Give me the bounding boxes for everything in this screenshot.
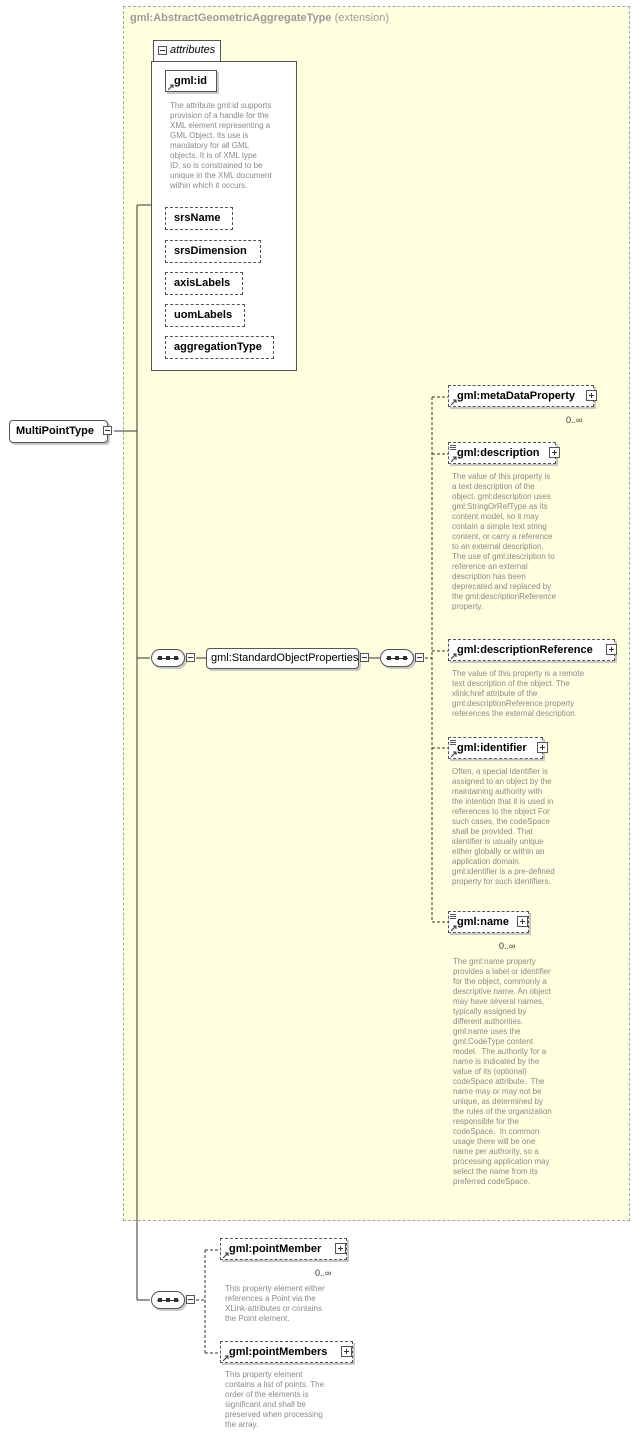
element-pointmember-text: This property element either references … <box>225 1284 325 1323</box>
element-descriptionreference-label: gml:descriptionReference <box>457 644 593 656</box>
group-standardobjectproperties[interactable]: gml:StandardObjectProperties <box>206 648 359 669</box>
expand-icon[interactable] <box>335 1243 346 1254</box>
element-descriptionreference[interactable]: gml:descriptionReference <box>448 639 615 661</box>
element-descriptionreference-text: The value of this property is a remote t… <box>452 669 585 718</box>
attribute-uomlabels-label: uomLabels <box>174 309 233 321</box>
root-element-multipointtype[interactable]: MultiPointType <box>9 420 108 443</box>
element-metadataproperty-label: gml:metaDataProperty <box>457 390 575 402</box>
attribute-gml-id-description: The attribute gml:id supports provision … <box>170 101 272 190</box>
text-content-icon <box>450 740 456 745</box>
expand-icon[interactable] <box>537 742 548 753</box>
expand-icon[interactable] <box>586 390 597 401</box>
element-name-text: The gml:name property provides a label o… <box>453 957 552 1186</box>
element-identifier[interactable]: gml:identifier <box>448 737 543 759</box>
text-content-icon <box>450 445 456 450</box>
extension-title: gml:AbstractGeometricAggregateType (exte… <box>130 12 389 24</box>
element-metadataproperty[interactable]: gml:metaDataProperty <box>448 385 594 407</box>
element-name-label: gml:name <box>457 916 509 928</box>
attribute-srsdimension[interactable]: srsDimension <box>165 240 261 263</box>
group-label: gml:StandardObjectProperties <box>211 652 359 664</box>
reference-arrow-icon <box>451 456 457 462</box>
element-pointmember-label: gml:pointMember <box>229 1243 322 1255</box>
element-description[interactable]: gml:description <box>448 442 556 464</box>
attribute-axislabels-label: axisLabels <box>174 277 231 289</box>
attribute-aggregationtype[interactable]: aggregationType <box>165 336 274 359</box>
cardinality-label: 0..∞ <box>566 415 583 425</box>
element-description-text: The value of this property is a text des… <box>452 472 557 611</box>
sequence-collapse-icon[interactable] <box>186 1295 195 1304</box>
reference-arrow-icon <box>168 84 174 90</box>
element-pointmember[interactable]: gml:pointMember <box>220 1238 347 1260</box>
expand-icon[interactable] <box>517 916 528 927</box>
reference-arrow-icon <box>451 751 457 757</box>
element-name[interactable]: gml:name <box>448 911 529 933</box>
sequence-collapse-icon[interactable] <box>186 653 195 662</box>
expand-icon[interactable] <box>341 1346 352 1357</box>
attribute-gml-id-label: gml:id <box>174 75 207 87</box>
sequence-compositor-icon <box>151 649 185 667</box>
attribute-srsname[interactable]: srsName <box>165 207 233 230</box>
cardinality-label: 0..∞ <box>315 1268 332 1278</box>
expand-icon[interactable] <box>549 447 560 458</box>
sequence-collapse-icon[interactable] <box>415 653 424 662</box>
cardinality-label: 0..∞ <box>499 941 516 951</box>
expand-icon[interactable] <box>606 644 617 655</box>
text-content-icon <box>450 914 456 919</box>
element-pointmembers[interactable]: gml:pointMembers <box>220 1341 353 1363</box>
sequence-compositor-icon <box>151 1291 185 1309</box>
extension-type-name: gml:AbstractGeometricAggregateType <box>130 12 332 24</box>
attributes-tab-label: attributes <box>170 44 216 56</box>
sequence-compositor-icon <box>380 649 414 667</box>
attribute-srsdimension-label: srsDimension <box>174 245 247 257</box>
attributes-collapse-icon[interactable] <box>158 46 167 55</box>
element-pointmembers-label: gml:pointMembers <box>229 1346 328 1358</box>
extension-type-suffix: (extension) <box>334 12 389 24</box>
root-element-label: MultiPointType <box>16 425 95 437</box>
reference-arrow-icon <box>451 653 457 659</box>
attribute-axislabels[interactable]: axisLabels <box>165 272 243 295</box>
root-collapse-icon[interactable] <box>103 426 112 435</box>
element-pointmembers-text: This property element contains a list of… <box>225 1370 325 1429</box>
group-collapse-icon[interactable] <box>360 653 369 662</box>
attribute-srsname-label: srsName <box>174 212 221 224</box>
reference-arrow-icon <box>451 925 457 931</box>
reference-arrow-icon <box>223 1355 229 1361</box>
element-identifier-text: Often, a special identifier is assigned … <box>452 767 555 886</box>
reference-arrow-icon <box>223 1252 229 1258</box>
attribute-gml-id[interactable]: gml:id <box>165 70 217 92</box>
element-description-label: gml:description <box>457 447 540 459</box>
attribute-uomlabels[interactable]: uomLabels <box>165 304 245 327</box>
attribute-aggregationtype-label: aggregationType <box>174 341 262 353</box>
attributes-tab[interactable] <box>153 40 221 62</box>
reference-arrow-icon <box>451 399 457 405</box>
element-identifier-label: gml:identifier <box>457 742 527 754</box>
